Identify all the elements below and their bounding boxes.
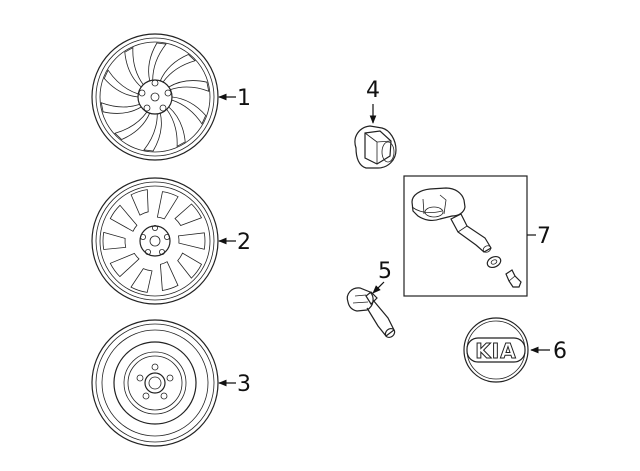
callout-3: 3 <box>237 372 251 397</box>
wheel-line <box>109 252 140 278</box>
wheel-line <box>143 113 162 152</box>
wheel-line <box>100 102 142 114</box>
callout-7: 7 <box>537 224 551 249</box>
wheel-line <box>171 96 207 125</box>
valve-stem-5[interactable] <box>346 287 396 339</box>
lug-nut-4[interactable] <box>354 125 397 169</box>
wheel-line <box>103 69 139 98</box>
wheel-line <box>159 54 196 83</box>
callout-2: 2 <box>237 230 251 255</box>
wheel-line <box>168 80 210 92</box>
emblem-text: KIA <box>475 339 516 363</box>
wheel-line <box>178 232 206 250</box>
wheel-line <box>159 261 179 291</box>
leader-lines <box>218 93 550 387</box>
wheel-line <box>148 42 167 81</box>
callout-1: 1 <box>237 86 251 111</box>
wheel-line <box>109 204 138 232</box>
wheel-line <box>166 106 186 147</box>
wheel-line <box>130 189 149 216</box>
wheel-line <box>114 111 151 140</box>
callout-5: 5 <box>378 259 392 284</box>
callout-6: 6 <box>553 339 567 364</box>
wheel-line <box>124 47 144 88</box>
callout-4: 4 <box>366 78 380 103</box>
tpms-sensor-kit-7[interactable] <box>403 175 528 297</box>
wheel-line <box>156 191 179 220</box>
wheel-line <box>174 203 203 226</box>
alloy-wheel-1[interactable] <box>91 33 219 161</box>
wheel-line <box>102 231 127 250</box>
alloy-wheel-2[interactable] <box>91 177 219 305</box>
wheel-line <box>177 252 203 279</box>
wheel-line <box>130 268 153 293</box>
center-cap-6[interactable]: KIA <box>463 317 529 383</box>
spare-wheel-3[interactable] <box>91 319 219 447</box>
